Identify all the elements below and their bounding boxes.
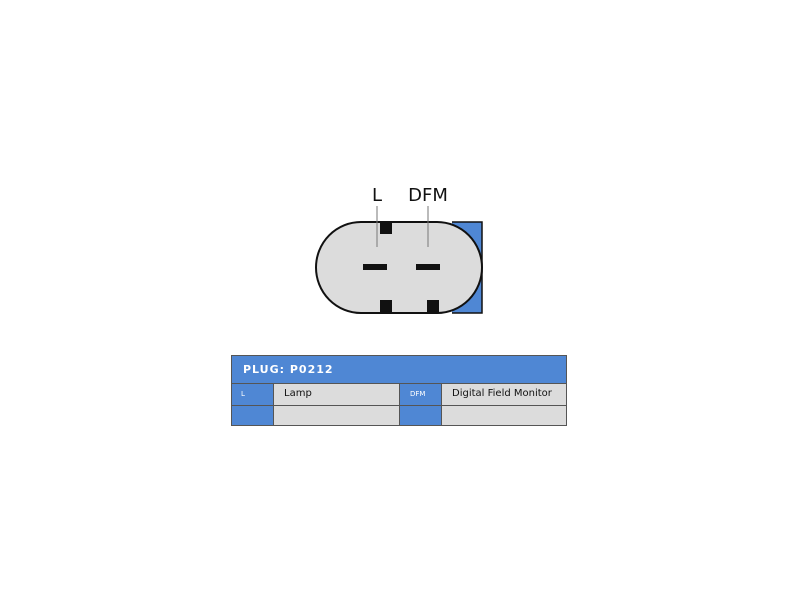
bottom-notch-right [427,300,439,313]
pin-label-dfm: DFM [408,185,448,206]
table-row [232,405,566,425]
connector-diagram: L DFM [315,185,483,314]
top-notch [380,222,392,234]
pin-code-cell: L [232,384,273,405]
pin-label-l: L [372,185,382,206]
connector-body [315,221,483,314]
pin-description-cell: Lamp [273,384,399,405]
plug-title: PLUG: P0212 [232,356,566,384]
pin-l-terminal [363,264,387,270]
pin-dfm-terminal [416,264,440,270]
bottom-notch-left [380,300,392,313]
table-row: L Lamp DFM Digital Field Monitor [232,384,566,405]
pin-description-cell [441,406,566,425]
pin-code-cell [232,406,273,425]
pin-code-cell [399,406,441,425]
pin-description-cell [273,406,399,425]
pin-code-cell: DFM [399,384,441,405]
pinout-table: PLUG: P0212 L Lamp DFM Digital Field Mon… [231,355,567,426]
pin-description-cell: Digital Field Monitor [441,384,566,405]
